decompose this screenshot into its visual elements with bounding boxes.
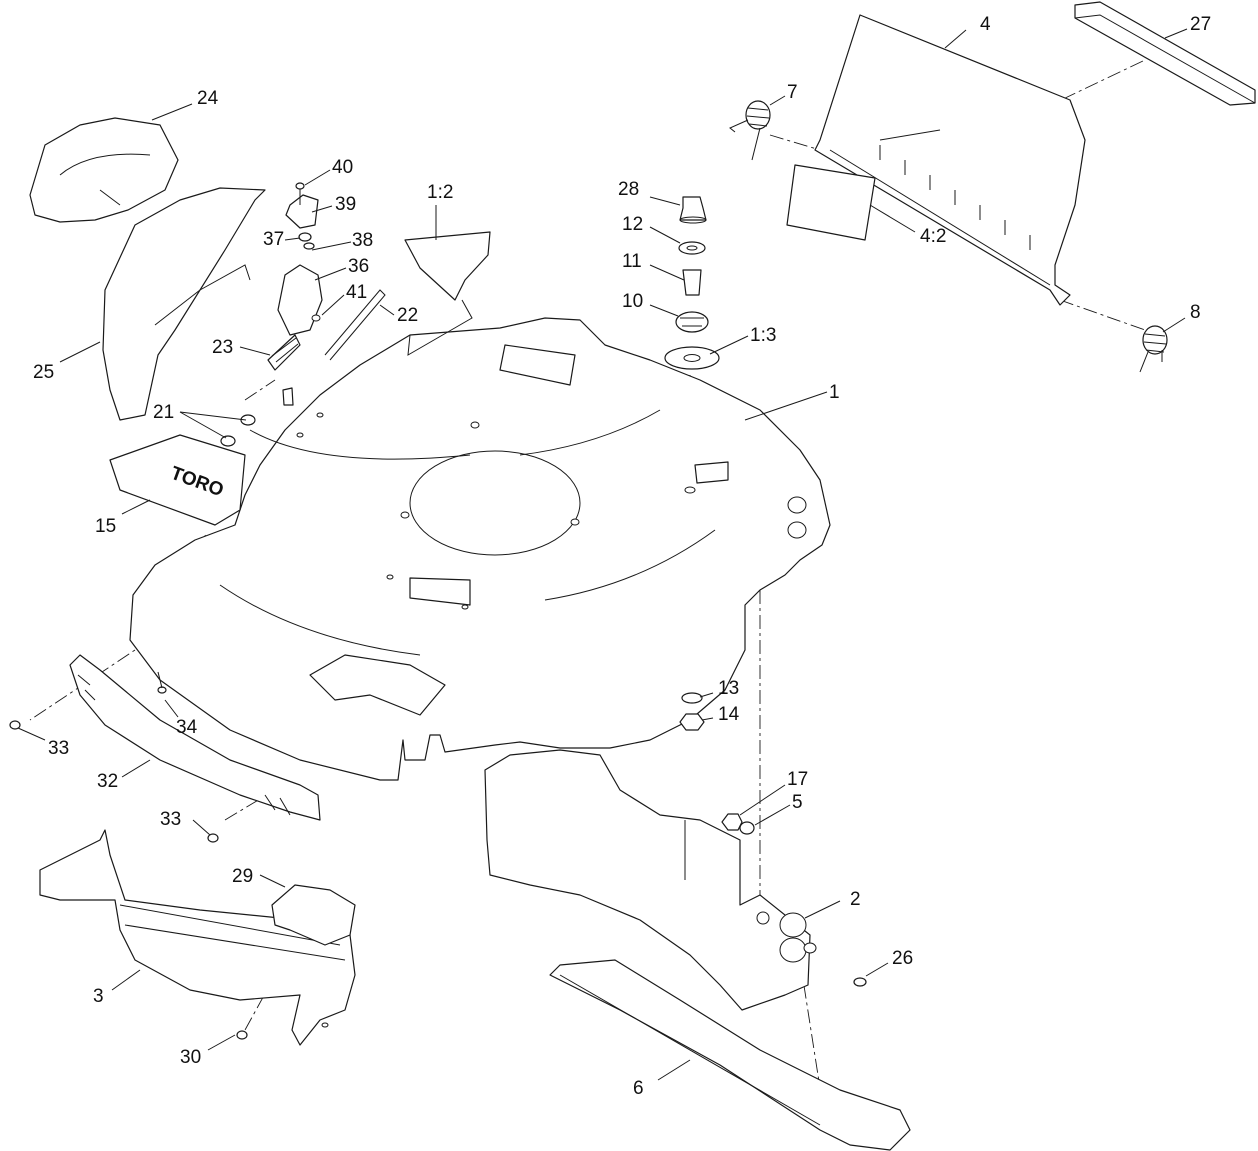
callout-32: 32	[97, 771, 118, 792]
screw-26	[853, 977, 867, 987]
callout-26: 26	[892, 948, 913, 969]
callout-37: 37	[263, 229, 284, 250]
callout-6: 6	[633, 1078, 644, 1099]
spring-7	[729, 100, 771, 161]
callout-labels: 1 1:2 1:3 2 3 4 4:2 5 6 7 8 10 11 12 13 …	[33, 14, 1211, 1099]
decal-4-2	[786, 164, 876, 241]
callout-1-3: 1:3	[750, 325, 776, 346]
screws-33-34	[9, 671, 219, 843]
callout-33-bottom: 33	[160, 809, 181, 830]
callout-13: 13	[718, 678, 739, 699]
callout-1-2: 1:2	[427, 182, 453, 203]
side-shield	[102, 187, 266, 421]
callout-5: 5	[792, 792, 803, 813]
leader-lines	[17, 28, 1188, 1081]
callout-4-2: 4:2	[920, 226, 946, 247]
front-skirt	[69, 654, 321, 821]
callout-28: 28	[618, 179, 639, 200]
callout-40: 40	[332, 157, 353, 178]
logo-decal: TORO	[109, 434, 246, 526]
callout-14: 14	[718, 704, 740, 725]
callout-39: 39	[335, 194, 356, 215]
callout-3: 3	[93, 986, 104, 1007]
callout-22: 22	[397, 305, 418, 326]
nut-17-bushing-5	[721, 813, 755, 835]
nut-13-14	[679, 692, 705, 731]
callout-25: 25	[33, 362, 54, 383]
callout-8: 8	[1190, 302, 1201, 323]
rear-flap	[814, 14, 1086, 306]
callout-34: 34	[176, 717, 198, 738]
callout-7: 7	[787, 82, 798, 103]
callout-41: 41	[346, 282, 367, 303]
callout-4: 4	[980, 14, 991, 35]
decal-1-2	[404, 231, 491, 356]
spring-8	[1139, 325, 1168, 373]
callout-2: 2	[850, 889, 861, 910]
callout-36: 36	[348, 256, 369, 277]
callout-15: 15	[95, 516, 116, 537]
callout-17: 17	[787, 769, 808, 790]
callout-30: 30	[180, 1047, 201, 1068]
screw-30	[236, 1030, 248, 1040]
callout-23: 23	[212, 337, 233, 358]
callout-21: 21	[153, 402, 174, 423]
top-cover	[29, 117, 179, 223]
callout-38: 38	[352, 230, 373, 251]
rubber-block	[271, 884, 356, 946]
discharge-chute	[484, 749, 817, 1011]
washer-1-3	[664, 346, 720, 370]
front-bracket	[39, 829, 356, 1046]
callout-29: 29	[232, 866, 253, 887]
callout-1: 1	[829, 382, 840, 403]
callout-24: 24	[197, 88, 219, 109]
foam-bar	[1074, 1, 1256, 106]
deck-housing	[129, 317, 831, 781]
callout-33-left: 33	[48, 738, 69, 759]
callout-27: 27	[1190, 14, 1211, 35]
bolts-21	[220, 414, 256, 447]
callout-11: 11	[622, 251, 642, 272]
height-linkage	[267, 182, 386, 406]
callout-10: 10	[622, 291, 643, 312]
callout-12: 12	[622, 214, 643, 235]
height-adjuster-stack	[675, 196, 709, 333]
chute-guard	[549, 959, 911, 1151]
